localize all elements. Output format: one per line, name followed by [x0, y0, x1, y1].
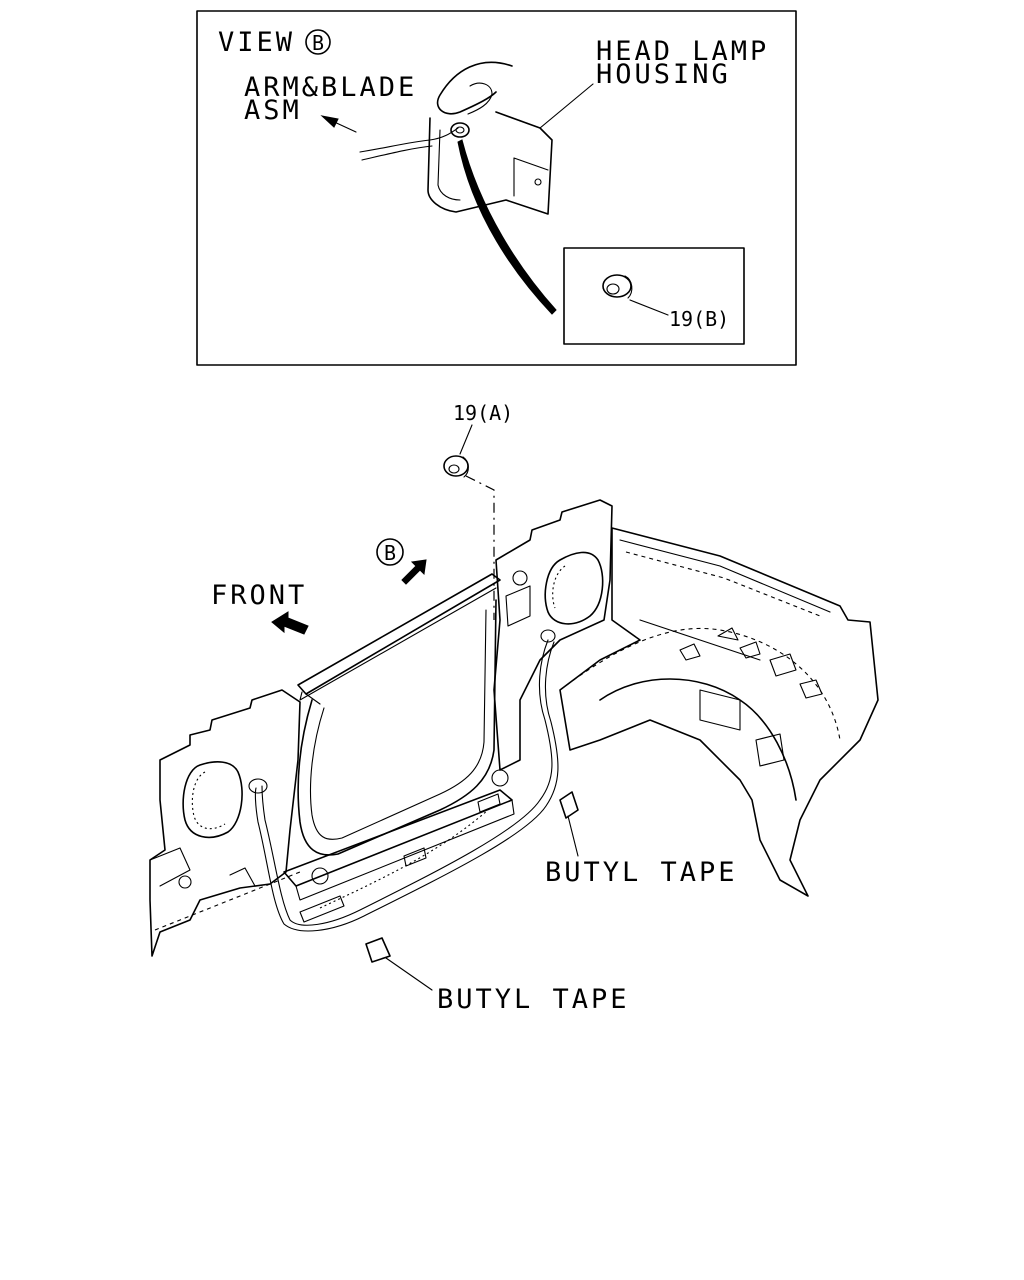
view-b-detail: VIEW B ARM&BLADE ASM HEAD LAMP HOUSING — [196, 10, 797, 366]
part-19b-label: 19(B) — [669, 307, 729, 331]
callout-wedge — [457, 139, 557, 315]
grommet-19a-icon — [443, 455, 469, 478]
right-headlamp-opening — [544, 551, 604, 625]
arm-blade-arrow — [320, 115, 357, 133]
view-direction-letter: B — [384, 541, 396, 565]
arm-blade-label-2: ASM — [244, 95, 302, 126]
housing-bracket — [427, 111, 553, 215]
radiator-opening — [297, 599, 497, 856]
main-assembly: 19(A) B FRONT — [149, 401, 879, 1015]
hose-clip-loop — [436, 61, 513, 115]
part-19a-label: 19(A) — [453, 401, 513, 425]
view-b-frame — [196, 10, 797, 366]
right-side-panel — [493, 499, 613, 771]
head-lamp-label-1: HEAD LAMP — [596, 36, 769, 67]
head-lamp-leader — [539, 83, 594, 129]
head-lamp-label-2: HOUSING — [596, 59, 731, 90]
washer-hose — [248, 629, 559, 932]
lower-cross-member — [283, 789, 513, 887]
inset-frame — [563, 247, 745, 345]
view-b-marker-letter: B — [312, 31, 324, 55]
butyl-tape-right-label: BUTYL TAPE — [545, 857, 738, 888]
butyl-tape-right-leader — [567, 815, 579, 857]
front-arrow — [271, 611, 309, 635]
leader-19b — [629, 299, 669, 316]
butyl-tape-bottom-piece — [365, 937, 391, 963]
left-headlamp-opening — [182, 761, 243, 839]
butyl-tape-bottom-label: BUTYL TAPE — [437, 984, 630, 1015]
leader-19a — [459, 424, 473, 455]
upper-cross-member — [297, 573, 501, 695]
washer-hose-segment — [359, 127, 459, 153]
fender-apron — [559, 527, 879, 897]
butyl-tape-bottom-leader — [385, 957, 433, 991]
view-b-title: VIEW — [218, 27, 295, 58]
front-label: FRONT — [211, 580, 307, 611]
left-side-panel — [149, 689, 301, 957]
install-centerline-19a — [465, 475, 495, 620]
view-direction-arrow — [401, 559, 427, 585]
apron-stampings — [679, 627, 823, 767]
arm-blade-label-1: ARM&BLADE — [244, 72, 417, 103]
view-b-direction-marker: B — [376, 538, 427, 585]
butyl-tape-right-piece — [559, 791, 579, 819]
grommet-in-view — [450, 122, 470, 138]
view-b-marker: B — [305, 29, 331, 55]
grommet-19b-icon — [602, 274, 633, 299]
